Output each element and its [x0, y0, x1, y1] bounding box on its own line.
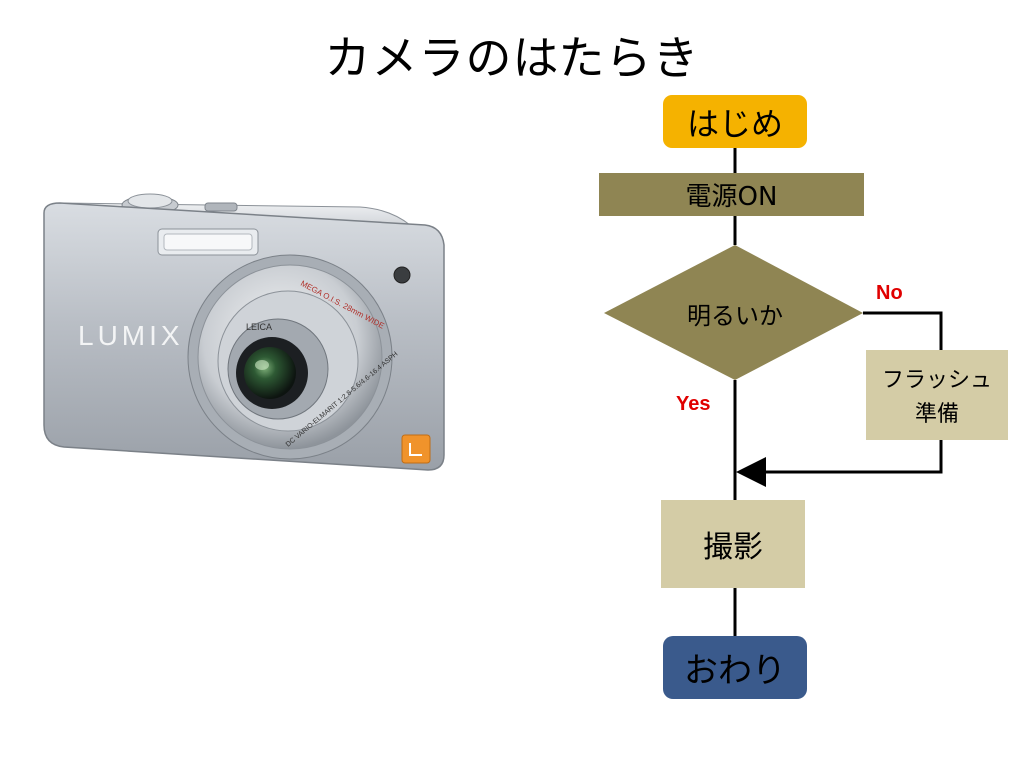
end-label: おわり — [684, 651, 786, 691]
lens-brand: LEICA — [246, 322, 272, 332]
connector-merge-arrow — [736, 440, 943, 487]
camera-image: LUMIX LEICA MEGA O.I.S. 28mm WIDE DC VAR… — [43, 193, 445, 471]
shoot-label: 撮影 — [703, 530, 763, 565]
connector-no-branch — [863, 311, 943, 350]
camera-brand: LUMIX — [78, 320, 184, 351]
start-label: はじめ — [686, 104, 783, 143]
power-label: 電源ON — [685, 182, 778, 212]
yes-label: Yes — [676, 393, 711, 415]
end-node — [663, 636, 807, 699]
decision-label: 明るいか — [687, 301, 783, 330]
flash-node — [866, 350, 1008, 440]
power-node — [599, 173, 864, 216]
start-node — [663, 95, 807, 148]
no-label: No — [876, 282, 903, 304]
shoot-node — [661, 500, 805, 588]
flash-label-line1: フラッシュ — [881, 368, 992, 393]
flash-label-line2: 準備 — [914, 402, 959, 427]
decision-node — [604, 245, 863, 380]
slide-title: カメラのはたらき — [324, 31, 700, 85]
